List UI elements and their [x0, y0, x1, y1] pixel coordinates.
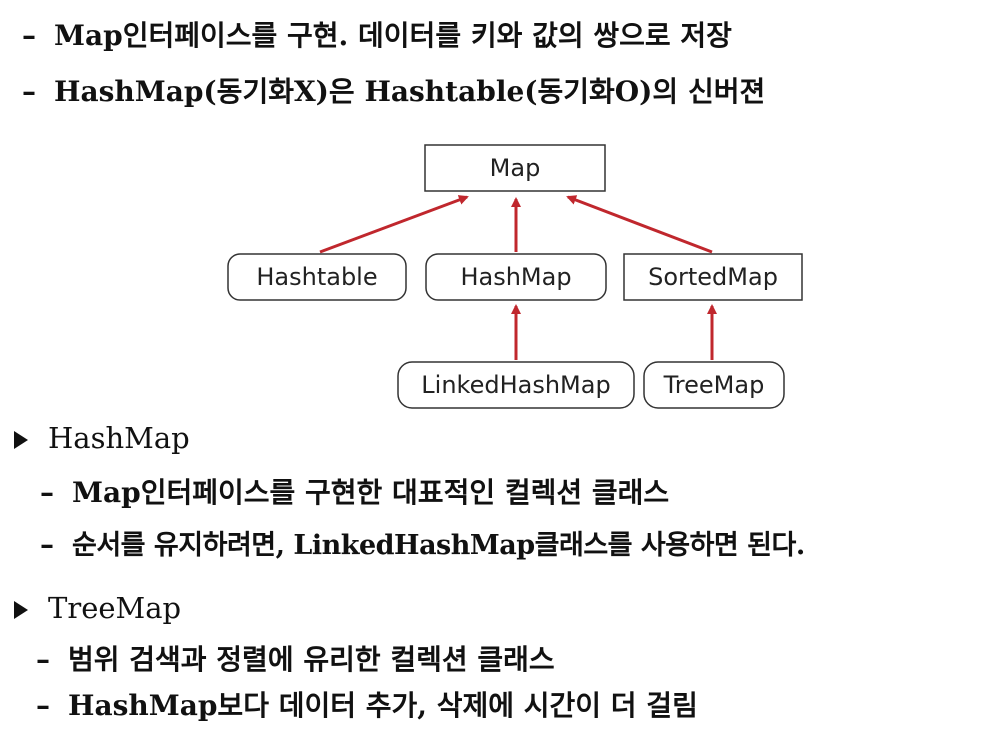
dash-bullet: – [40, 476, 54, 509]
intro-line-1: –Map인터페이스를 구현. 데이터를 키와 값의 쌍으로 저장 [22, 18, 732, 54]
hashmap-bullet-1: –Map인터페이스를 구현한 대표적인 컬렉션 클래스 [40, 475, 669, 511]
hashmap-bullet-2-text: 순서를 유지하려면, LinkedHashMap클래스를 사용하면 된다. [72, 530, 805, 561]
dash-bullet: – [22, 75, 36, 108]
node-hashmap-label: HashMap [460, 263, 571, 291]
hashmap-heading-text: HashMap [48, 421, 190, 455]
node-hashtable-label: Hashtable [256, 263, 377, 291]
treemap-bullet-2-text: HashMap보다 데이터 추가, 삭제에 시간이 더 걸림 [68, 689, 698, 722]
dash-bullet: – [40, 528, 54, 561]
node-linkedhashmap-label: LinkedHashMap [421, 371, 610, 399]
node-linkedhashmap-box [397, 361, 635, 409]
node-map-box [424, 144, 606, 192]
intro-text-2: HashMap(동기화X)은 Hashtable(동기화O)의 신버젼 [54, 75, 766, 108]
intro-line-2: –HashMap(동기화X)은 Hashtable(동기화O)의 신버젼 [22, 74, 765, 110]
hashmap-bullet-2: –순서를 유지하려면, LinkedHashMap클래스를 사용하면 된다. [40, 527, 805, 564]
node-treemap-label: TreeMap [663, 371, 765, 399]
dash-bullet: – [22, 19, 36, 52]
dash-bullet: – [36, 689, 50, 722]
triangle-bullet-icon [14, 431, 28, 449]
treemap-bullet-1-text: 범위 검색과 정렬에 유리한 컬렉션 클래스 [68, 643, 555, 676]
node-sortedmap-box [623, 253, 803, 301]
treemap-heading: TreeMap [14, 590, 181, 626]
treemap-heading-text: TreeMap [48, 591, 182, 625]
dash-bullet: – [36, 643, 50, 676]
treemap-bullet-2: –HashMap보다 데이터 추가, 삭제에 시간이 더 걸림 [36, 688, 698, 724]
node-treemap-box [643, 361, 785, 409]
node-hashmap-box [425, 253, 607, 301]
intro-text-1: Map인터페이스를 구현. 데이터를 키와 값의 쌍으로 저장 [54, 19, 732, 52]
treemap-bullet-1: –범위 검색과 정렬에 유리한 컬렉션 클래스 [36, 642, 555, 678]
node-map-label: Map [490, 154, 541, 182]
arrow-hashtable-to-map [319, 195, 469, 254]
hashmap-bullet-1-text: Map인터페이스를 구현한 대표적인 컬렉션 클래스 [72, 476, 670, 509]
arrow-sortedmap-to-map [566, 195, 713, 254]
triangle-bullet-icon [14, 601, 28, 619]
node-hashtable-box [227, 253, 407, 301]
hashmap-heading: HashMap [14, 420, 190, 456]
node-sortedmap-label: SortedMap [648, 263, 778, 291]
